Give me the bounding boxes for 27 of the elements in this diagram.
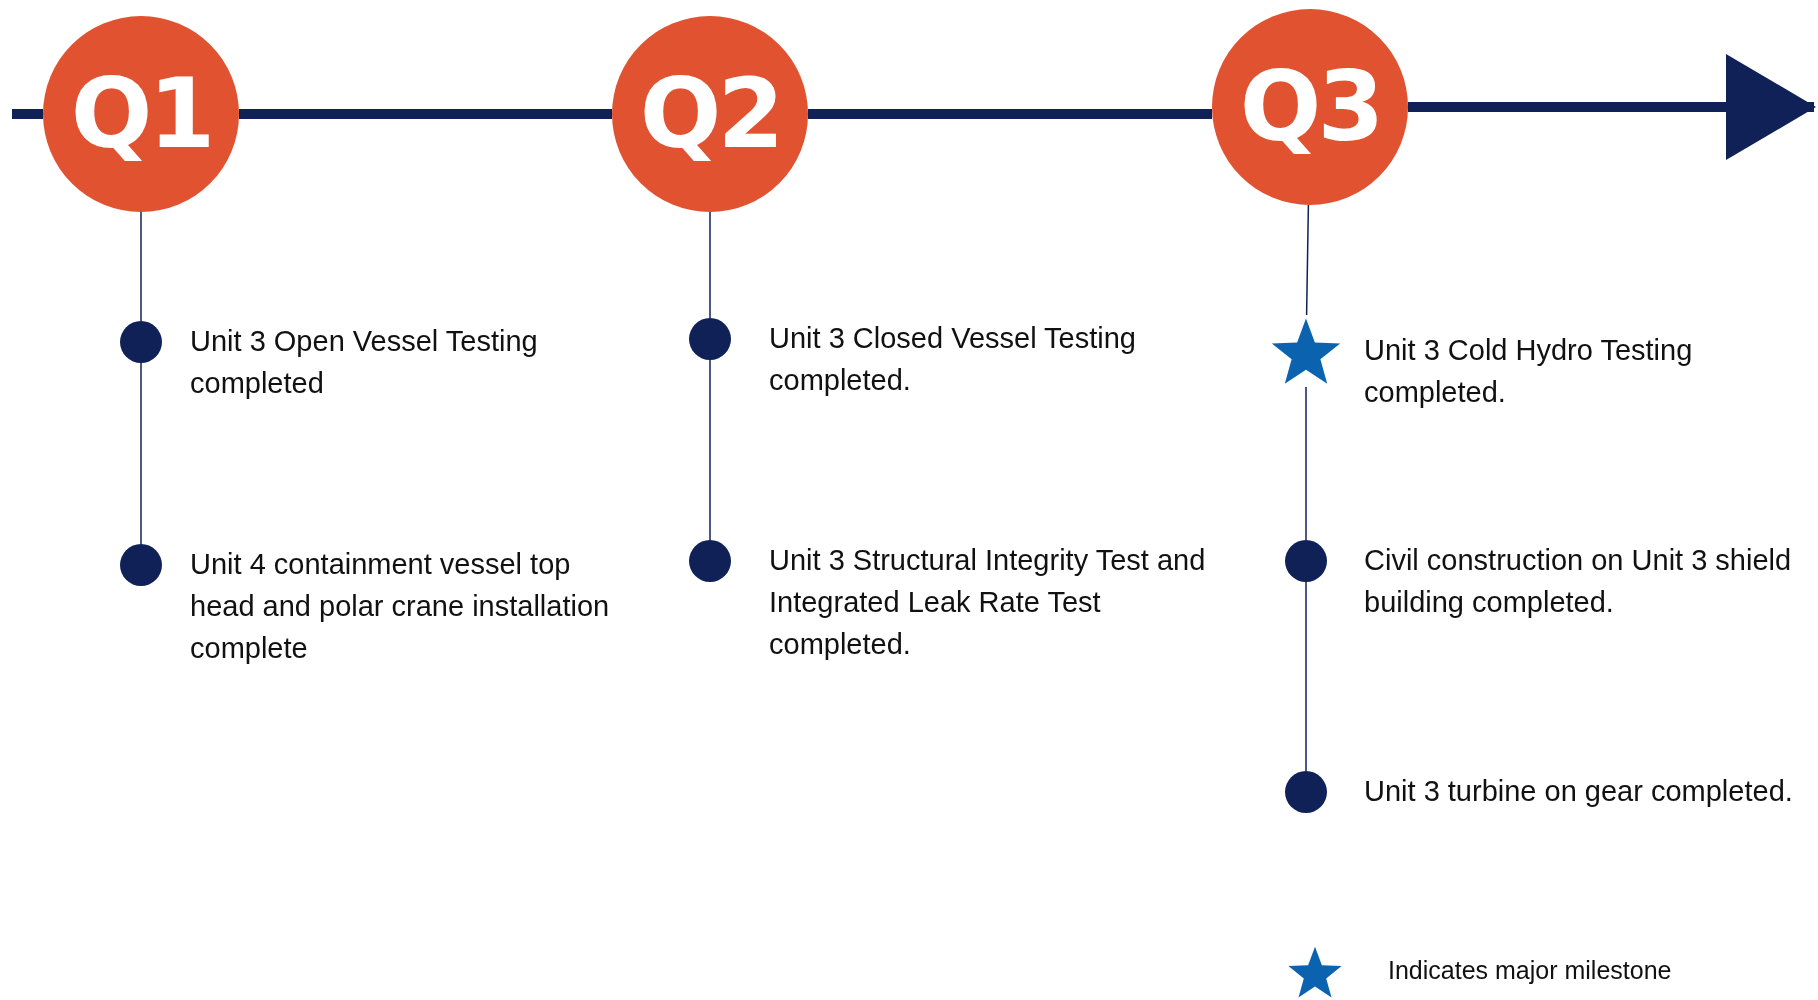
milestone-dot xyxy=(1285,771,1327,813)
quarter-circle: Q1 xyxy=(43,16,239,212)
timeline-line xyxy=(12,109,43,119)
connector-line xyxy=(709,359,711,541)
milestone-dot xyxy=(1285,540,1327,582)
milestone-text: Civil construction on Unit 3 shield building completed. xyxy=(1364,543,1793,620)
milestone-text: Unit 3 Cold Hydro Testing completed. xyxy=(1364,333,1694,410)
timeline-line xyxy=(239,109,612,119)
quarter-circle: Q3 xyxy=(1212,9,1408,205)
milestone-dot xyxy=(120,544,162,586)
milestone-dot xyxy=(689,540,731,582)
timeline-arrow xyxy=(1408,54,1816,160)
milestone-dot xyxy=(689,318,731,360)
connector-line xyxy=(709,211,711,319)
quarter-circle: Q2 xyxy=(612,16,808,212)
timeline-line xyxy=(808,109,1212,119)
legend-label: Indicates major milestone xyxy=(1388,955,1672,986)
connector-line xyxy=(1305,581,1307,772)
milestone-text: Unit 4 containment vessel top head and polar crane installation complete xyxy=(190,547,611,666)
connector-line xyxy=(140,211,142,322)
milestone-text: Unit 3 Open Vessel Testing completed xyxy=(190,324,539,401)
connector-line xyxy=(1305,204,1310,316)
milestone-dot xyxy=(120,321,162,363)
connector-line xyxy=(140,362,142,545)
milestone-text: Unit 3 Closed Vessel Testing completed. xyxy=(769,321,1137,398)
milestone-text: Unit 3 Structural Integrity Test and Integrated Leak Rate Test completed. xyxy=(769,543,1207,662)
milestone-text: Unit 3 turbine on gear completed. xyxy=(1364,774,1794,809)
